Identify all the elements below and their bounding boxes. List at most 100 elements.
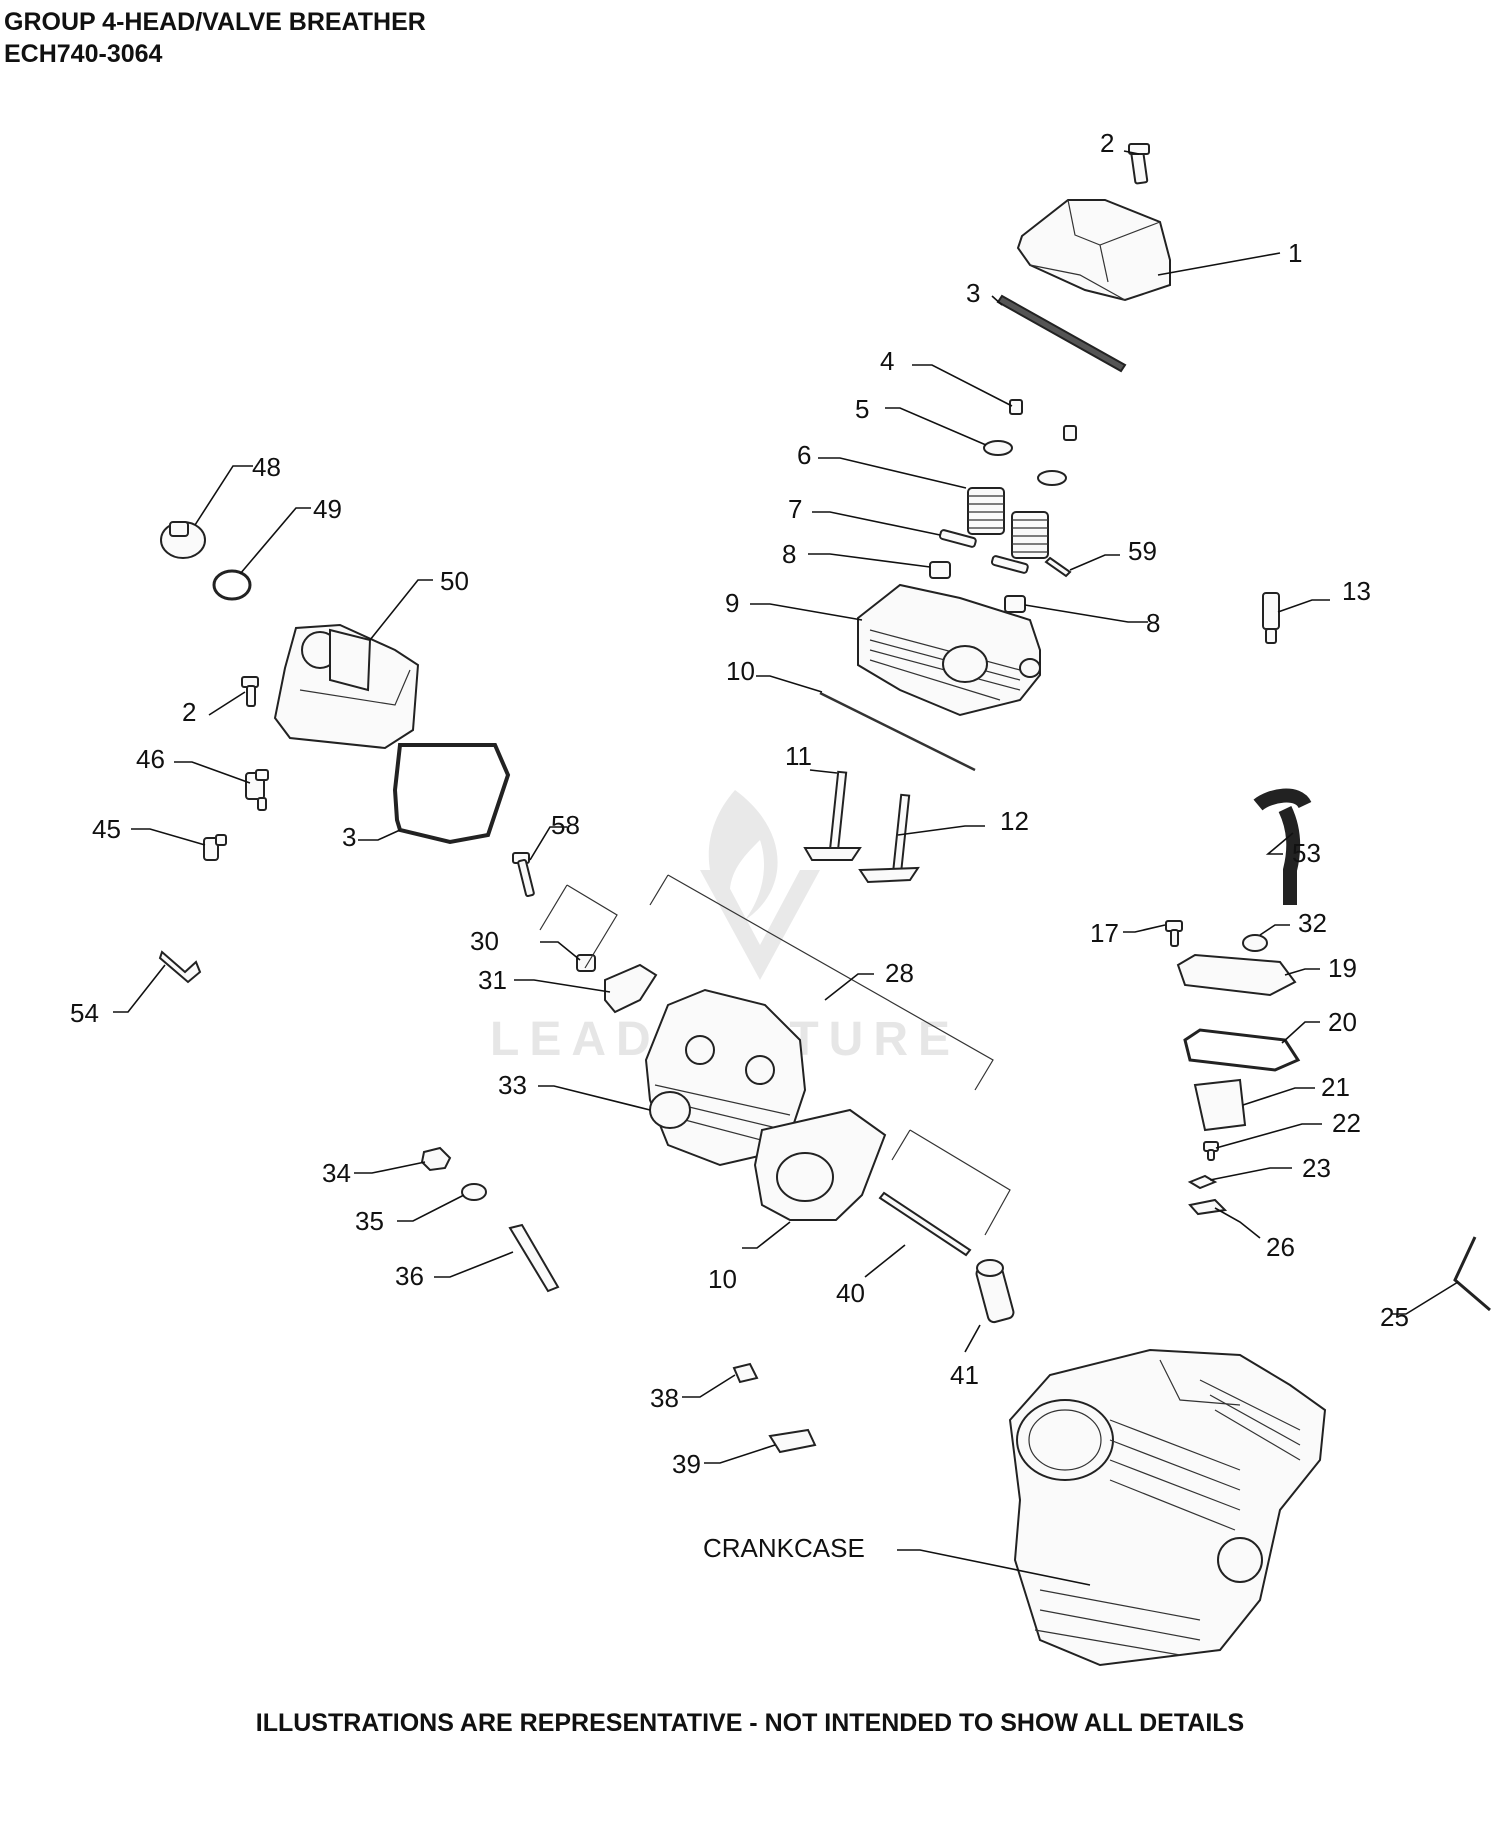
callout-label: 5 (855, 394, 869, 424)
callout-label: 53 (1292, 838, 1321, 868)
callout-label: 19 (1328, 953, 1357, 983)
part-filter-21 (1193, 1078, 1247, 1132)
part-bracket-25 (1453, 1236, 1491, 1312)
callout-label: 49 (313, 494, 342, 524)
callout-label: 28 (885, 958, 914, 988)
disclaimer-note: ILLUSTRATIONS ARE REPRESENTATIVE - NOT I… (255, 1709, 1245, 1737)
part-plate-39 (768, 1428, 817, 1454)
callout-label: 6 (797, 440, 811, 470)
callout-labels: 2 1 3 4 5 6 7 8 8 59 9 10 11 12 13 48 49… (70, 128, 1409, 1563)
callout-label: 2 (182, 697, 196, 727)
part-breather-hose-53 (1253, 788, 1312, 905)
part-push-rod-40 (878, 1191, 972, 1257)
part-washer-35 (461, 1183, 487, 1201)
part-screw-22 (1203, 1141, 1219, 1161)
part-intake-valve (803, 770, 862, 861)
part-clip-38 (732, 1362, 759, 1384)
part-clamp-32 (1242, 934, 1268, 952)
callout-label: 17 (1090, 918, 1119, 948)
callout-label-crankcase: CRANKCASE (703, 1533, 865, 1563)
callout-label: 41 (950, 1360, 979, 1390)
callout-label: 46 (136, 744, 165, 774)
callout-label: 33 (498, 1070, 527, 1100)
part-pin-59 (1044, 556, 1072, 578)
part-sensor-13 (1262, 592, 1280, 644)
part-stud-36 (508, 1223, 560, 1293)
callout-label: 39 (672, 1449, 701, 1479)
callout-label: 26 (1266, 1232, 1295, 1262)
callout-label: 10 (708, 1264, 737, 1294)
callout-label: 11 (785, 741, 812, 771)
callout-label: 4 (880, 346, 894, 376)
part-valve-keepers (983, 399, 1077, 486)
callout-label: 12 (1000, 806, 1029, 836)
callout-label: 50 (440, 566, 469, 596)
callout-label: 8 (1146, 608, 1160, 638)
diagram-title: GROUP 4-HEAD/VALVE BREATHER (4, 8, 426, 36)
leader-lines (113, 150, 1459, 1586)
callout-label: 58 (551, 810, 580, 840)
callout-label: 8 (782, 539, 796, 569)
part-head-gasket-lower (753, 1108, 887, 1221)
callout-label: 7 (788, 494, 802, 524)
part-screw-left (241, 676, 259, 707)
callout-label: 25 (1380, 1302, 1409, 1332)
part-tappet-41 (975, 1259, 1015, 1324)
callout-label: 38 (650, 1383, 679, 1413)
callout-label: 10 (726, 656, 755, 686)
callout-label: 34 (322, 1158, 351, 1188)
part-breather-gasket-20 (1183, 1028, 1301, 1072)
part-head-gasket-upper (819, 691, 976, 772)
model-number: ECH740-3064 (4, 40, 163, 68)
part-valve-seals (929, 561, 1026, 613)
part-gasket-ring (392, 743, 511, 845)
part-valve-cover-50 (273, 623, 420, 750)
part-reed-23 (1187, 1174, 1218, 1190)
callout-label: 31 (478, 965, 507, 995)
callout-label: 54 (70, 998, 99, 1028)
callout-label: 20 (1328, 1007, 1357, 1037)
group-bracket-28 (649, 874, 994, 1091)
part-rocker-arm-31 (604, 963, 658, 1014)
callout-label: 59 (1128, 536, 1157, 566)
callout-label: 32 (1298, 908, 1327, 938)
callout-label: 2 (1100, 128, 1114, 158)
callout-label: 45 (92, 814, 121, 844)
callout-label: 21 (1321, 1072, 1350, 1102)
callout-label: 3 (342, 822, 356, 852)
part-o-ring-49 (212, 569, 252, 601)
part-valve-cover-1 (1016, 199, 1171, 302)
part-fitting-45 (203, 834, 227, 861)
part-valve-guides (938, 529, 1029, 574)
part-cylinder-head-upper (857, 583, 1041, 717)
part-rocker-pivot-30 (576, 954, 596, 972)
group-bracket-30-31 (539, 884, 618, 969)
callout-label: 35 (355, 1206, 384, 1236)
callout-label: 1 (1288, 238, 1302, 268)
callout-label: 30 (470, 926, 499, 956)
callout-label: 13 (1342, 576, 1371, 606)
part-screw-17 (1165, 920, 1183, 947)
part-breather-cap-48 (160, 521, 206, 559)
part-bolt-58 (512, 852, 535, 898)
part-stop-26 (1188, 1198, 1228, 1216)
part-fitting-46 (245, 769, 269, 811)
callout-label: 23 (1302, 1153, 1331, 1183)
group-bracket-40 (891, 1129, 1011, 1236)
title-block: GROUP 4-HEAD/VALVE BREATHER ECH740-3064 (4, 6, 426, 70)
part-valve-springs (967, 487, 1049, 559)
callout-label: 40 (836, 1278, 865, 1308)
part-screw-top (1128, 143, 1150, 185)
callout-label: 36 (395, 1261, 424, 1291)
part-gasket-strip (996, 294, 1127, 373)
callout-label: 48 (252, 452, 281, 482)
part-crankcase (1008, 1348, 1327, 1667)
callout-label: 22 (1332, 1108, 1361, 1138)
part-cylinder-head-33 (644, 988, 807, 1167)
part-bracket-54 (158, 950, 202, 984)
part-breather-cover-19 (1176, 953, 1297, 997)
part-nut-34 (420, 1146, 452, 1172)
callout-label: 3 (966, 278, 980, 308)
callout-label: 9 (725, 588, 739, 618)
